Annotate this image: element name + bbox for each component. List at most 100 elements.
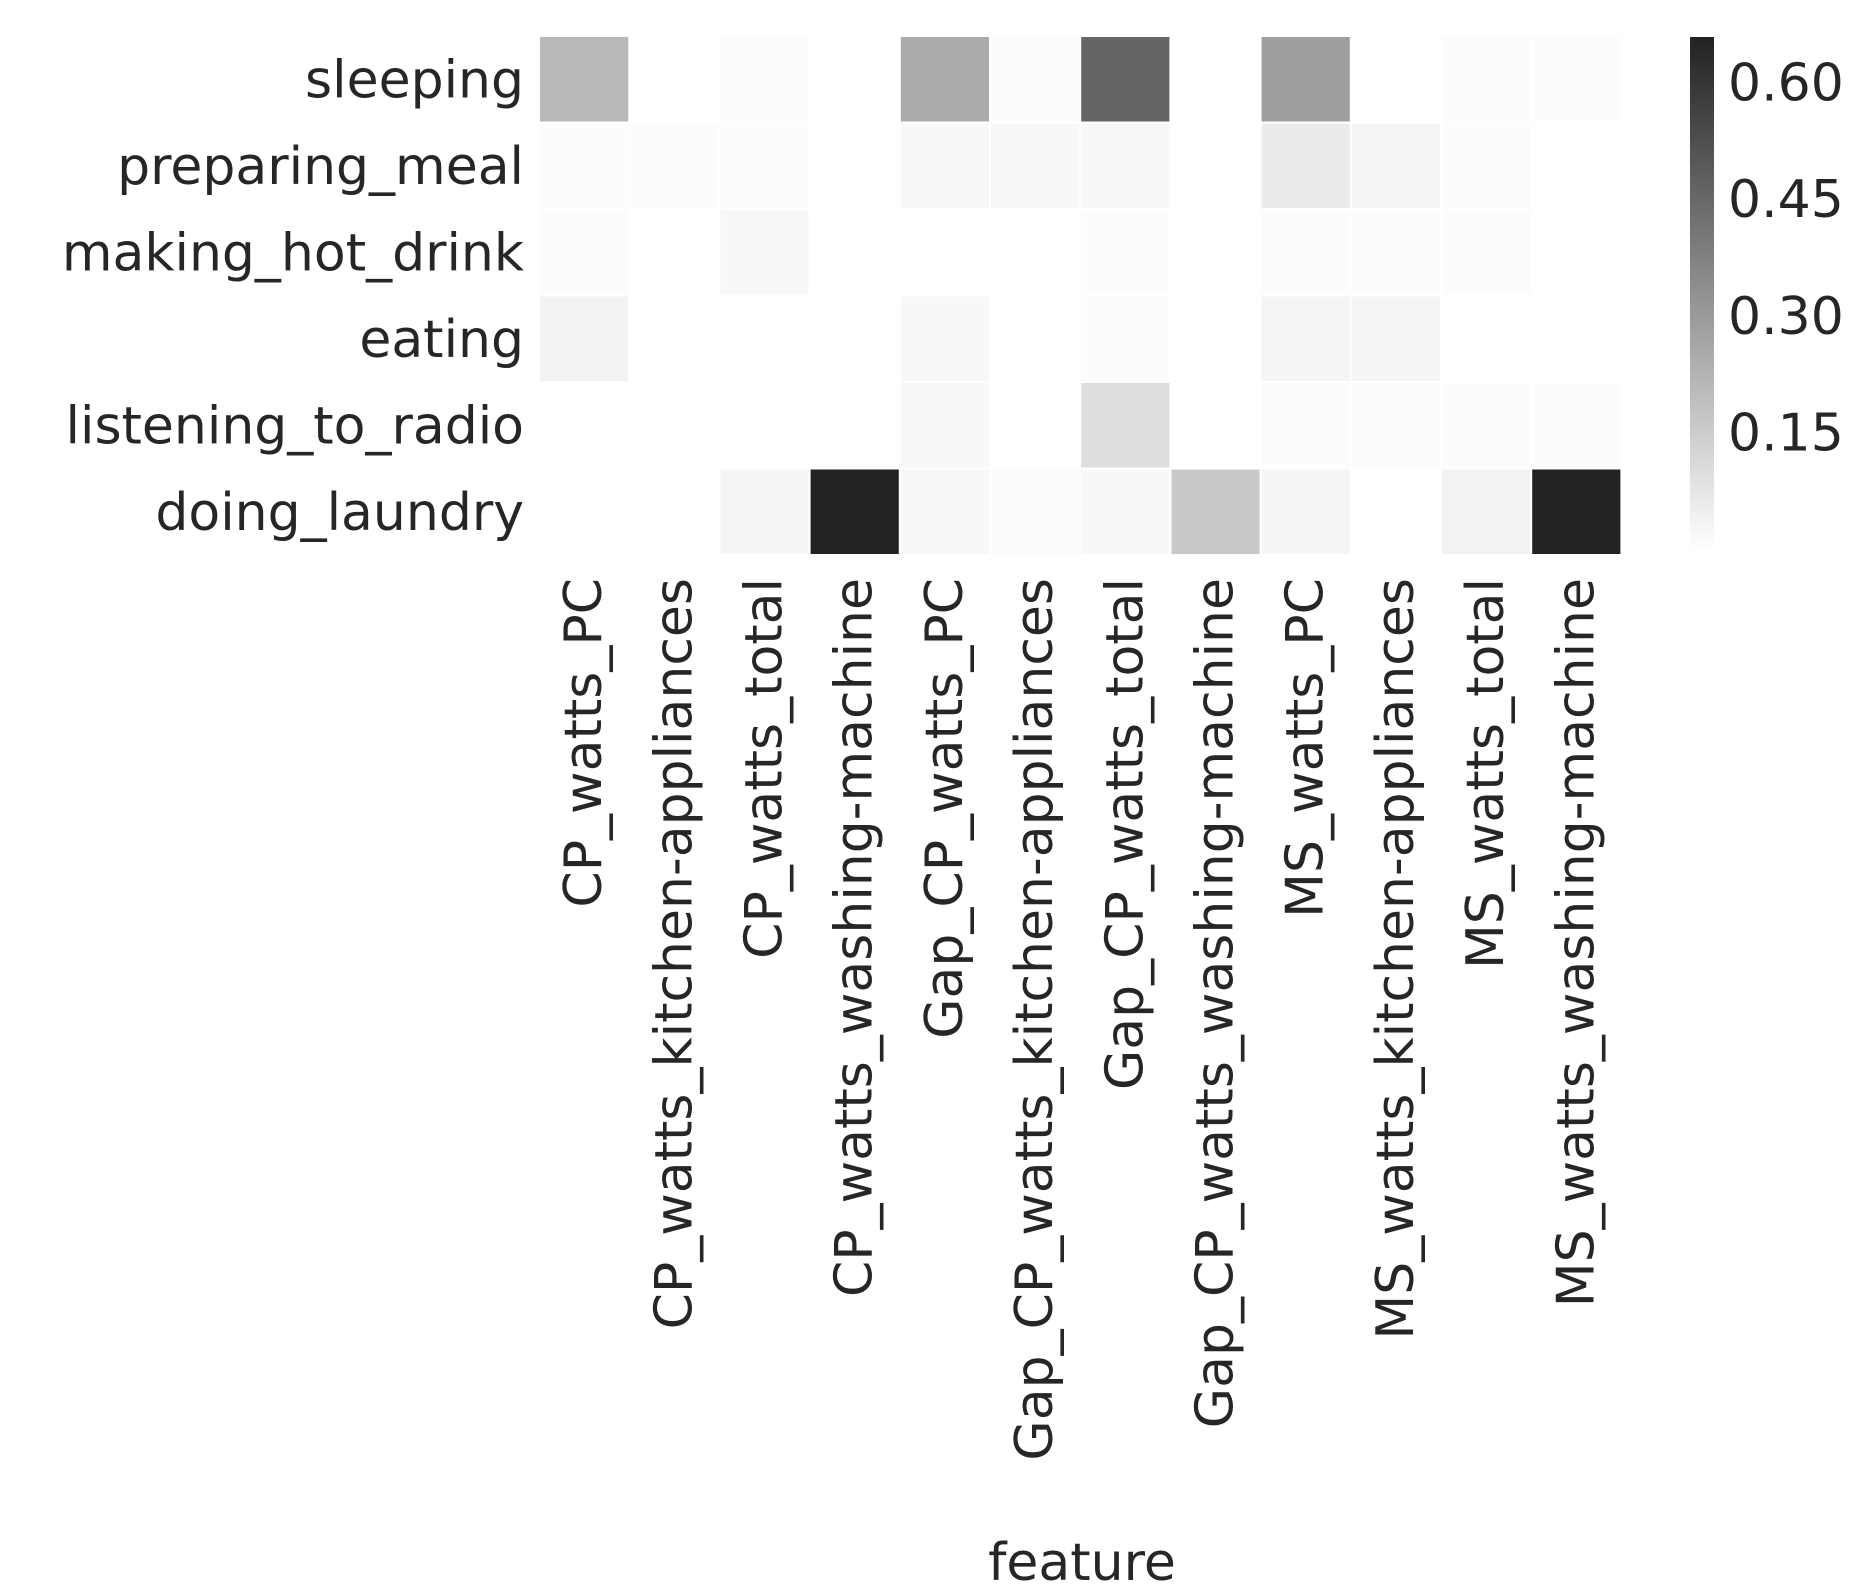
row-label: doing_laundry — [155, 483, 524, 543]
colorbar — [1690, 37, 1714, 550]
column-label: CP_watts_PC — [554, 578, 614, 908]
colorbar-tick-label: 0.15 — [1728, 403, 1844, 463]
heatmap-cell — [720, 383, 809, 468]
column-label: MS_watts_PC — [1276, 578, 1336, 918]
column-label: CP_watts_total — [735, 578, 795, 959]
heatmap-cell — [1261, 123, 1350, 208]
heatmap-cell — [810, 296, 899, 381]
heatmap-cell — [1081, 37, 1170, 122]
column-label: Gap_CP_watts_PC — [915, 578, 975, 1039]
heatmap-cell — [1261, 210, 1350, 295]
heatmap-cell — [1351, 37, 1440, 122]
colorbar-tick-label: 0.60 — [1728, 54, 1844, 114]
heatmap-cell — [1532, 296, 1621, 381]
heatmap-cell — [991, 469, 1080, 554]
heatmap-cell — [1532, 210, 1621, 295]
heatmap-cell — [1532, 123, 1621, 208]
column-label: MS_watts_kitchen-appliances — [1366, 578, 1426, 1340]
row-label: sleeping — [305, 50, 524, 110]
heatmap-cell — [1532, 469, 1621, 554]
heatmap-cell — [540, 123, 629, 208]
heatmap-cell — [1171, 296, 1260, 381]
heatmap-cell — [1171, 210, 1260, 295]
heatmap-cell — [1081, 383, 1170, 468]
heatmap-cell — [630, 123, 719, 208]
column-label: Gap_CP_watts_washing-machine — [1186, 578, 1246, 1428]
column-label: MS_watts_total — [1456, 578, 1516, 969]
heatmap-cell — [1442, 383, 1531, 468]
heatmap-cell — [1081, 210, 1170, 295]
heatmap-cell — [630, 469, 719, 554]
column-label: MS_watts_washing-machine — [1546, 578, 1606, 1307]
heatmap-cell — [900, 210, 989, 295]
colorbar-tick-label: 0.30 — [1728, 287, 1844, 347]
row-labels: sleeping preparing_meal making_hot_drinkea… — [62, 50, 524, 543]
heatmap-cell — [540, 37, 629, 122]
x-axis-label: feature — [988, 1533, 1176, 1591]
heatmap-cell — [1442, 469, 1531, 554]
row-label: preparing_meal — [117, 137, 524, 197]
heatmap-cell — [900, 37, 989, 122]
row-label: making_hot_drink — [62, 223, 524, 283]
heatmap-cell — [991, 383, 1080, 468]
heatmap-cell — [1081, 296, 1170, 381]
column-label: CP_watts_kitchen-appliances — [644, 578, 704, 1329]
heatmap-cell — [900, 469, 989, 554]
heatmap-cell — [1081, 123, 1170, 208]
colorbar-ticks: 0.60 0.45 0.30 0.15 — [1728, 54, 1844, 464]
heatmap-cell — [720, 123, 809, 208]
heatmap-cell — [720, 37, 809, 122]
heatmap-cell — [630, 37, 719, 122]
column-label: Gap_CP_watts_kitchen-appliances — [1005, 578, 1065, 1461]
heatmap-cell — [1442, 296, 1531, 381]
heatmap-cell — [900, 123, 989, 208]
heatmap-cells — [540, 37, 1621, 554]
heatmap-cell — [630, 296, 719, 381]
heatmap-cell — [1351, 469, 1440, 554]
heatmap-cell — [1171, 383, 1260, 468]
heatmap-cell — [1171, 469, 1260, 554]
row-label: eating — [359, 310, 524, 370]
heatmap-cell — [1171, 123, 1260, 208]
heatmap-cell — [810, 210, 899, 295]
heatmap-cell — [1261, 469, 1350, 554]
heatmap-cell — [991, 37, 1080, 122]
column-labels: CP_watts_PC CP_watts_kitchen-appliances CP… — [554, 578, 1606, 1461]
colorbar-tick-label: 0.45 — [1728, 170, 1844, 230]
heatmap-cell — [991, 210, 1080, 295]
heatmap-cell — [810, 123, 899, 208]
heatmap-cell — [1261, 37, 1350, 122]
heatmap-cell — [1351, 123, 1440, 208]
heatmap-cell — [1442, 210, 1531, 295]
heatmap-cell — [810, 469, 899, 554]
heatmap-cell — [720, 296, 809, 381]
column-label: CP_watts_washing-machine — [825, 578, 885, 1297]
heatmap-cell — [720, 210, 809, 295]
heatmap-cell — [810, 37, 899, 122]
heatmap-cell — [1442, 123, 1531, 208]
heatmap-cell — [1081, 469, 1170, 554]
heatmap-cell — [630, 210, 719, 295]
heatmap-cell — [900, 296, 989, 381]
heatmap-cell — [540, 383, 629, 468]
heatmap-cell — [900, 383, 989, 468]
heatmap-cell — [540, 210, 629, 295]
column-label: Gap_CP_watts_total — [1095, 578, 1155, 1090]
heatmap-cell — [630, 383, 719, 468]
heatmap-cell — [1261, 296, 1350, 381]
heatmap-cell — [1532, 37, 1621, 122]
heatmap-cell — [991, 296, 1080, 381]
heatmap-cell — [720, 469, 809, 554]
heatmap-cell — [1261, 383, 1350, 468]
heatmap-cell — [1171, 37, 1260, 122]
heatmap-cell — [810, 383, 899, 468]
heatmap-cell — [1532, 383, 1621, 468]
heatmap-cell — [1442, 37, 1531, 122]
heatmap-cell — [1351, 210, 1440, 295]
heatmap-cell — [540, 469, 629, 554]
heatmap-cell — [1351, 383, 1440, 468]
heatmap-cell — [540, 296, 629, 381]
heatmap-cell — [991, 123, 1080, 208]
row-label: listening_to_radio — [66, 396, 524, 456]
